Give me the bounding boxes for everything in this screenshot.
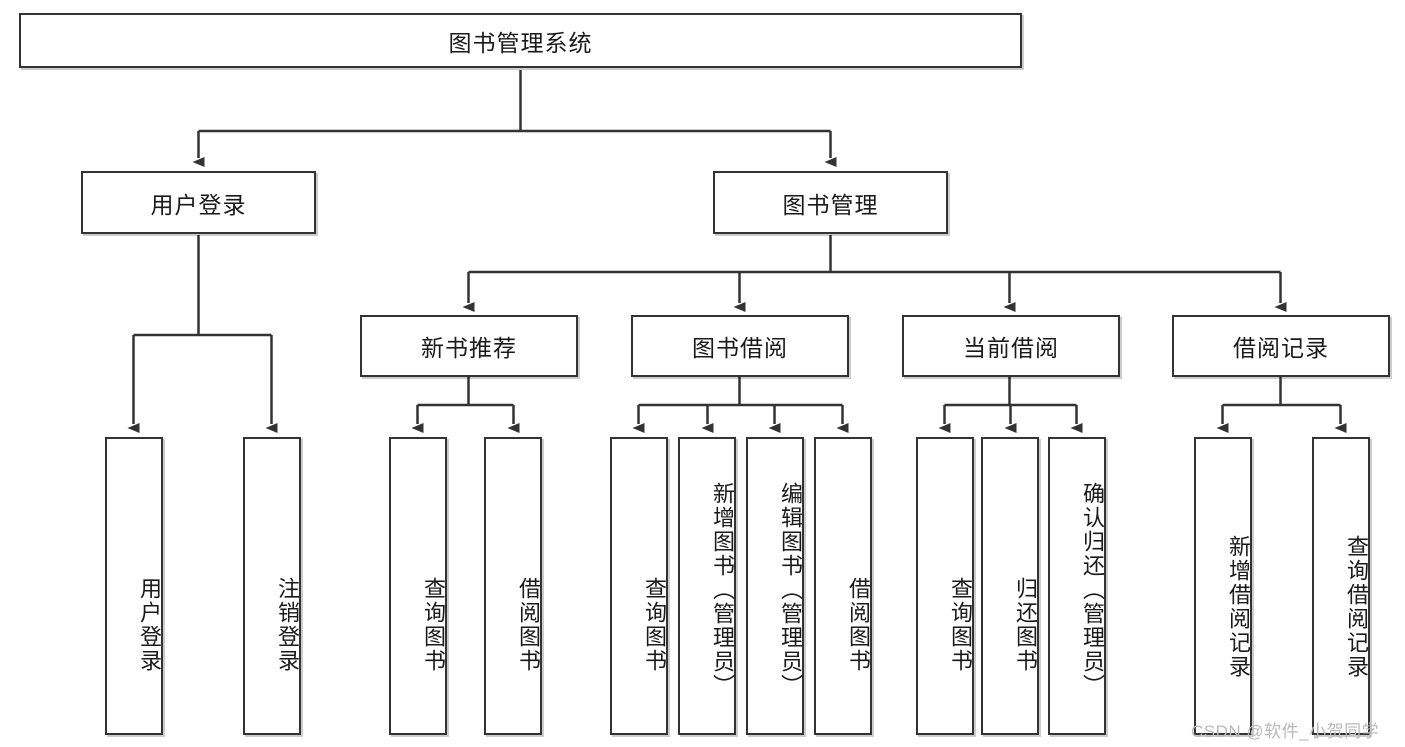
- leaf-edit-book-label: 编辑图书（管理员）: [778, 482, 803, 698]
- node-user-login[interactable]: 用户登录: [81, 171, 316, 234]
- leaf-borrow-book-1[interactable]: 借阅图书: [484, 437, 542, 735]
- connectors-user-login-to-leaves: [127, 235, 278, 433]
- leaf-user-logout[interactable]: 注销登录: [243, 437, 301, 735]
- node-new-book-recommend-label: 新书推荐: [421, 335, 517, 361]
- leaf-confirm-return[interactable]: 确认归还（管理员）: [1048, 437, 1106, 735]
- leaf-borrow-book-1-label: 借阅图书: [516, 577, 541, 673]
- leaf-query-book-2[interactable]: 查询图书: [610, 437, 668, 735]
- csdn-watermark: CSDN @软件_小贺同学: [1191, 722, 1380, 741]
- node-new-book-recommend[interactable]: 新书推荐: [360, 315, 578, 377]
- leaf-add-book[interactable]: 新增图书（管理员）: [678, 437, 736, 735]
- leaf-query-record[interactable]: 查询借阅记录: [1312, 437, 1370, 735]
- node-book-borrow-label: 图书借阅: [692, 335, 788, 361]
- node-borrow-record-label: 借阅记录: [1233, 335, 1329, 361]
- leaf-query-book-1[interactable]: 查询图书: [389, 437, 447, 735]
- leaf-query-book-2-label: 查询图书: [642, 577, 667, 673]
- leaf-query-record-label: 查询借阅记录: [1344, 535, 1369, 679]
- leaf-add-record-label: 新增借阅记录: [1226, 535, 1251, 679]
- connectors-root-to-level2: [192, 70, 837, 167]
- node-book-management-label: 图书管理: [782, 191, 879, 218]
- leaf-borrow-book-2-label: 借阅图书: [846, 577, 871, 673]
- node-root[interactable]: 图书管理系统: [19, 13, 1022, 68]
- leaf-confirm-return-label: 确认归还（管理员）: [1080, 482, 1105, 698]
- leaf-add-book-label: 新增图书（管理员）: [710, 482, 735, 698]
- leaf-edit-book[interactable]: 编辑图书（管理员）: [746, 437, 804, 735]
- leaf-user-login[interactable]: 用户登录: [105, 437, 163, 735]
- leaf-query-book-1-label: 查询图书: [421, 577, 446, 673]
- leaf-query-book-3-label: 查询图书: [948, 577, 973, 673]
- node-book-borrow[interactable]: 图书借阅: [631, 315, 849, 377]
- connectors-new-book-recommend-to-leaves: [411, 377, 520, 433]
- leaf-add-record[interactable]: 新增借阅记录: [1194, 437, 1252, 735]
- node-current-borrow[interactable]: 当前借阅: [902, 315, 1120, 377]
- leaf-query-book-3[interactable]: 查询图书: [916, 437, 974, 735]
- connectors-current-borrow-to-leaves: [938, 377, 1083, 433]
- leaf-borrow-book-2[interactable]: 借阅图书: [814, 437, 872, 735]
- node-borrow-record[interactable]: 借阅记录: [1172, 315, 1390, 377]
- connectors-book-borrow-to-leaves: [632, 377, 849, 433]
- node-user-login-label: 用户登录: [150, 191, 247, 218]
- connectors-book-management-to-level3: [462, 235, 1287, 312]
- node-root-label: 图书管理系统: [448, 29, 593, 56]
- node-book-management[interactable]: 图书管理: [713, 171, 948, 234]
- leaf-user-logout-label: 注销登录: [275, 577, 300, 673]
- node-current-borrow-label: 当前借阅: [963, 335, 1059, 361]
- connectors-borrow-record-to-leaves: [1216, 377, 1347, 433]
- leaf-user-login-label: 用户登录: [137, 577, 162, 673]
- leaf-return-book[interactable]: 归还图书: [981, 437, 1039, 735]
- leaf-return-book-label: 归还图书: [1013, 577, 1038, 673]
